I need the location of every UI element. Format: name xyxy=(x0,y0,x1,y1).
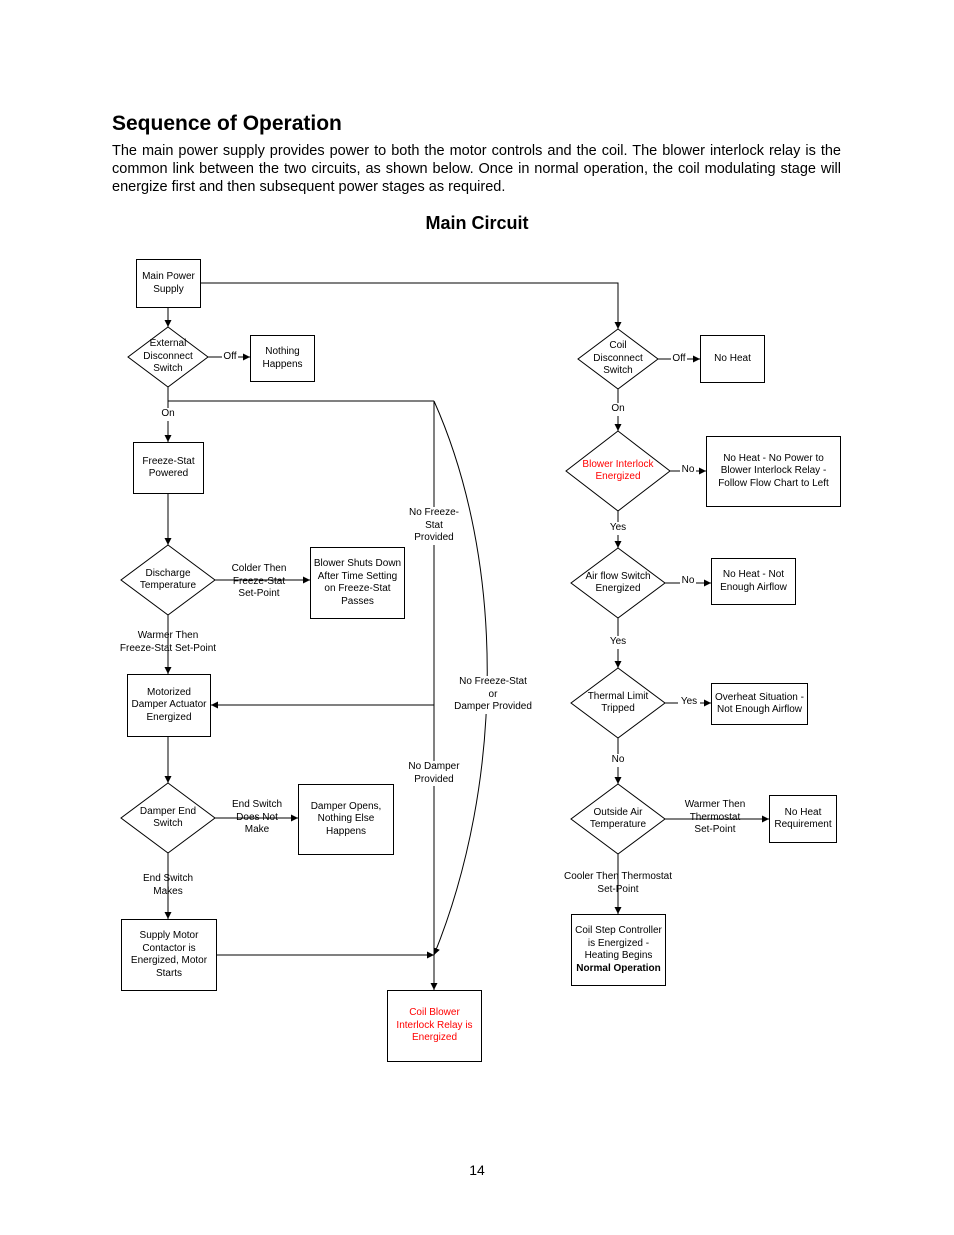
blower-interlock-diamond: Blower Interlock Energized xyxy=(582,458,654,483)
label-off-external: Off xyxy=(222,351,238,364)
label-no-freeze-stat-or-damper: No Freeze-Stat or Damper Provided xyxy=(450,676,536,714)
label-off-coil: Off xyxy=(671,353,687,366)
connector-main-to-coil xyxy=(201,282,622,329)
connector-curve-bypass xyxy=(433,400,488,956)
label-no-freeze-stat: No Freeze- Stat Provided xyxy=(404,507,464,545)
page-heading: Sequence of Operation xyxy=(112,112,342,135)
label-on-coil: On xyxy=(608,403,628,416)
label-warmer-thermostat: Warmer Then Thermostat Set-Point xyxy=(684,799,746,835)
label-no-interlock: No xyxy=(680,464,696,477)
coil-blower-interlock-box: Coil Blower Interlock Relay is Energized xyxy=(387,990,482,1062)
thermal-limit-diamond: Thermal Limit Tripped xyxy=(587,690,649,715)
discharge-temperature-diamond: Discharge Temperature xyxy=(139,567,197,592)
no-heat-no-power-box: No Heat - No Power to Blower Interlock R… xyxy=(706,436,841,507)
main-power-supply-box: Main Power Supply xyxy=(136,259,201,308)
damper-end-switch-diamond: Damper End Switch xyxy=(139,805,197,830)
nothing-happens-box: Nothing Happens xyxy=(250,335,315,382)
label-on-external: On xyxy=(158,408,178,421)
label-colder-freeze-stat: Colder Then Freeze-Stat Set-Point xyxy=(231,563,287,599)
supply-motor-box: Supply Motor Contactor is Energized, Mot… xyxy=(121,919,217,991)
no-heat-requirement-box: No Heat Requirement xyxy=(769,795,837,843)
freeze-stat-powered-box: Freeze-Stat Powered xyxy=(133,442,204,494)
label-yes-airflow: Yes xyxy=(605,636,631,649)
motorized-damper-box: Motorized Damper Actuator Energized xyxy=(127,674,211,737)
label-no-damper: No Damper Provided xyxy=(404,761,464,786)
no-heat-box: No Heat xyxy=(700,335,765,383)
page-number: 14 xyxy=(469,1162,485,1178)
label-end-switch-not-make: End Switch Does Not Make xyxy=(231,799,283,835)
intro-paragraph: The main power supply provides power to … xyxy=(112,143,841,195)
label-end-switch-makes: End Switch Makes xyxy=(142,873,194,897)
airflow-switch-diamond: Air flow Switch Energized xyxy=(585,570,651,595)
diagram-title: Main Circuit xyxy=(425,213,529,233)
external-disconnect-diamond: External Disconnect Switch xyxy=(143,338,193,375)
label-cooler-thermostat: Cooler Then Thermostat Set-Point xyxy=(563,871,673,895)
coil-disconnect-diamond: Coil Disconnect Switch xyxy=(593,340,643,377)
blower-shuts-down-box: Blower Shuts Down After Time Setting on … xyxy=(310,547,405,619)
label-warmer-freeze-stat: Warmer Then Freeze-Stat Set-Point xyxy=(119,630,217,654)
outside-air-temperature-diamond: Outside Air Temperature xyxy=(589,806,647,831)
label-yes-interlock: Yes xyxy=(605,522,631,535)
label-yes-thermal: Yes xyxy=(678,696,700,709)
overheat-box: Overheat Situation - Not Enough Airflow xyxy=(711,683,808,725)
label-no-thermal: No xyxy=(608,754,628,767)
damper-opens-box: Damper Opens, Nothing Else Happens xyxy=(298,784,394,855)
no-heat-airflow-box: No Heat - Not Enough Airflow xyxy=(711,558,796,605)
coil-step-controller-box: Coil Step Controller is Energized - Heat… xyxy=(571,914,666,986)
label-no-airflow: No xyxy=(680,575,696,588)
